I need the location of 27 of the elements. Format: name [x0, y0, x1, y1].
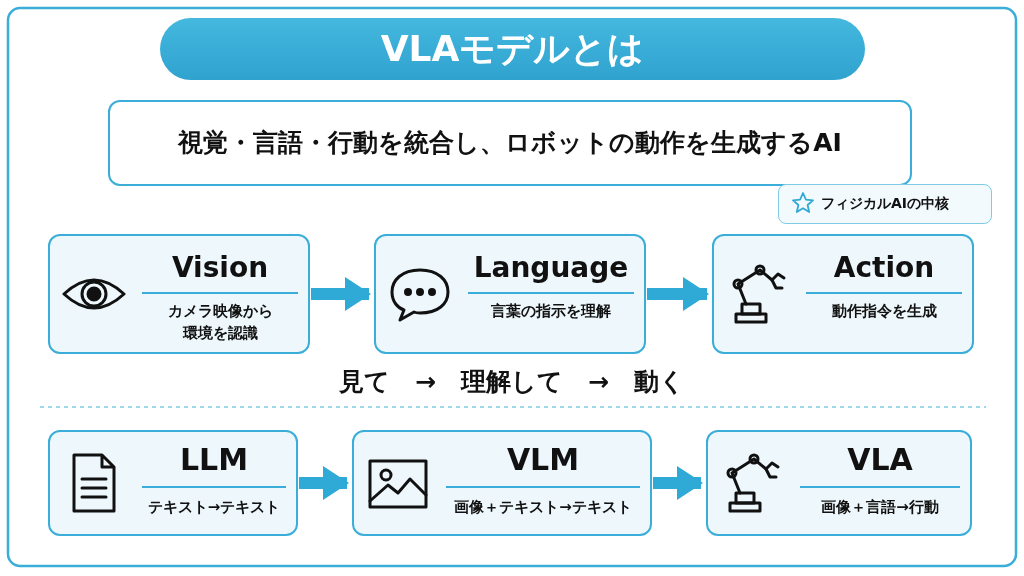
card-background [352, 430, 652, 536]
card-background [48, 430, 298, 536]
badge [778, 184, 992, 224]
arrow [647, 277, 709, 311]
card-heading: Action [832, 250, 936, 286]
card-text: 画像＋テキスト→テキスト [453, 497, 633, 518]
card-text: 言葉の指示を理解 [490, 301, 612, 322]
card-heading: Vision [170, 250, 270, 286]
card-heading: VLA [846, 441, 914, 479]
arrow [311, 277, 371, 311]
card-text: 画像＋言語→行動 [820, 497, 940, 518]
card-background [374, 234, 646, 354]
card-heading: LLM [178, 441, 250, 479]
card-heading: VLM [505, 441, 581, 479]
card-text: カメラ映像から環境を認識 [166, 301, 274, 344]
card-background [706, 430, 972, 536]
card-background [48, 234, 310, 354]
card-text: テキスト→テキスト [146, 497, 282, 518]
subtitle-box: 視覚・言語・行動を統合し、ロボットの動作を生成するAI [108, 100, 912, 186]
arrow [653, 466, 703, 500]
title-banner: VLAモデルとは [160, 18, 865, 80]
flow-caption: 見て → 理解して → 動く [338, 366, 686, 398]
card-text: 動作指令を生成 [830, 301, 938, 322]
arrow [299, 466, 349, 500]
card-background [712, 234, 974, 354]
badge-text: フィジカルAIの中核 [821, 195, 950, 211]
card-heading: Language [472, 250, 630, 286]
